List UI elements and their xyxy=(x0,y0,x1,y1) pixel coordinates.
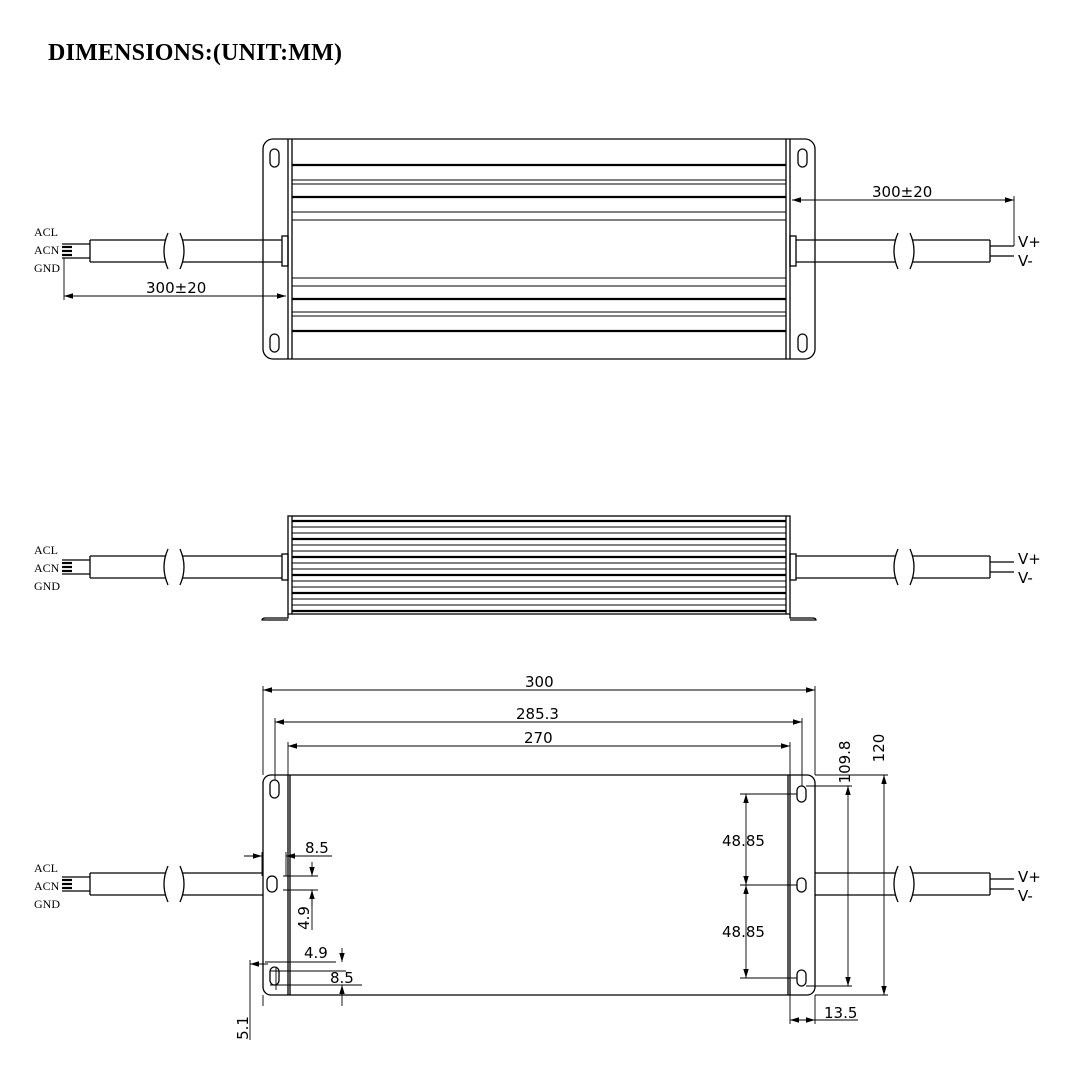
dim-overall-length: 300 xyxy=(525,673,554,691)
dim-slot-lower-height: 8.5 xyxy=(330,969,354,987)
dim-slot-lower-width: 4.9 xyxy=(304,944,328,962)
dim-pitch-lower: 48.85 xyxy=(722,923,765,941)
mount-hole xyxy=(796,785,807,803)
dim-slot-upper-width: 8.5 xyxy=(305,839,329,857)
mount-foot xyxy=(789,614,817,621)
cable-gland xyxy=(789,235,797,267)
wire-label-vminus: V- xyxy=(1018,887,1033,905)
wire-label-vplus: V+ xyxy=(1018,868,1041,886)
wire-label-acl: ACL xyxy=(34,225,58,239)
wire-label-gnd: GND xyxy=(34,897,60,911)
mount-foot xyxy=(261,614,289,621)
wire-label-vplus: V+ xyxy=(1018,233,1041,251)
top-view: ACL ACN GND V+ V- 300±20 300±20 xyxy=(34,138,1041,360)
mount-hole xyxy=(797,148,808,168)
dim-width-inner: 109.8 xyxy=(836,741,854,784)
wire-label-acn: ACN xyxy=(34,879,60,893)
dim-flange-width: 13.5 xyxy=(824,1004,857,1022)
mount-hole xyxy=(269,966,280,986)
wire-label-acn: ACN xyxy=(34,243,60,257)
mount-slot xyxy=(266,875,278,893)
mount-hole xyxy=(269,148,280,168)
wire-label-vminus: V- xyxy=(1018,252,1033,270)
wire-label-gnd: GND xyxy=(34,579,60,593)
side-view-fins xyxy=(292,519,786,613)
dim-pitch-upper: 48.85 xyxy=(722,832,765,850)
bottom-view-housing xyxy=(262,774,816,996)
page-title: DIMENSIONS:(UNIT:MM) xyxy=(48,40,343,66)
dim-width-overall: 120 xyxy=(870,734,888,763)
wire-label-acn: ACN xyxy=(34,561,60,575)
dim-flange-thickness: 5.1 xyxy=(234,1016,252,1040)
dim-cable-left: 300±20 xyxy=(146,279,206,297)
wire-label-gnd: GND xyxy=(34,261,60,275)
dim-slot-upper-height: 4.9 xyxy=(295,906,313,930)
top-view-fins xyxy=(292,163,786,333)
input-cable xyxy=(62,548,282,586)
mount-hole xyxy=(269,779,280,799)
wire-label-acl: ACL xyxy=(34,543,58,557)
cable-gland xyxy=(281,235,289,267)
output-cable xyxy=(796,232,1014,270)
cable-gland xyxy=(789,553,797,581)
bottom-view: ACL ACN GND V+ V- 300 285.3 270 109.8 12… xyxy=(34,673,1041,1040)
mount-hole xyxy=(796,969,807,987)
mount-hole xyxy=(796,877,807,893)
mount-hole xyxy=(797,333,808,353)
output-cable xyxy=(796,548,1014,586)
side-view: ACL ACN GND V+ V- xyxy=(34,515,1041,621)
wire-label-vplus: V+ xyxy=(1018,550,1041,568)
top-view-housing xyxy=(262,138,816,360)
input-cable xyxy=(62,865,263,903)
input-cable xyxy=(62,232,282,270)
mount-hole xyxy=(269,333,280,353)
cable-gland xyxy=(281,553,289,581)
dim-cable-right: 300±20 xyxy=(872,183,932,201)
wire-label-vminus: V- xyxy=(1018,569,1033,587)
dim-body-length: 270 xyxy=(524,729,553,747)
wire-label-acl: ACL xyxy=(34,861,58,875)
dim-hole-spacing: 285.3 xyxy=(516,705,559,723)
output-cable xyxy=(815,865,1014,903)
